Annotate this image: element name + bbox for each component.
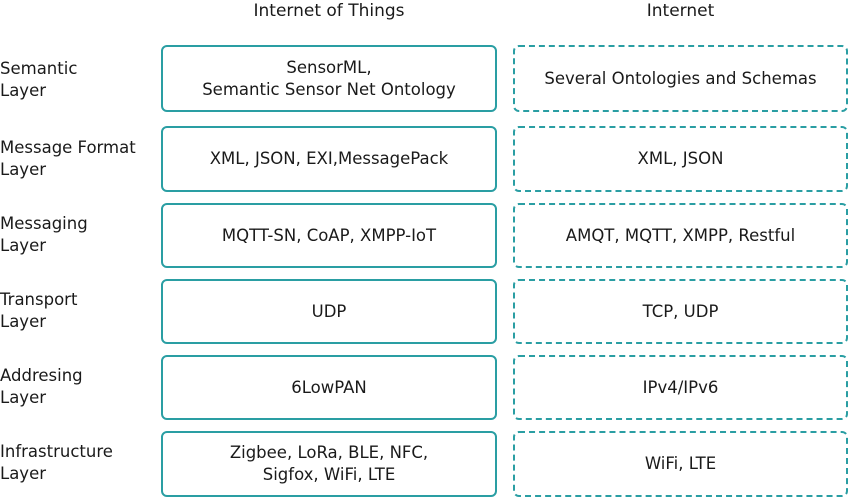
internet-box-infrastructure: WiFi, LTE — [513, 431, 848, 497]
iot-box-message-format: XML, JSON, EXI,MessagePack — [161, 126, 497, 192]
layer-label-infrastructure: Infrastructure Layer — [0, 442, 113, 483]
iot-box-addressing: 6LowPAN — [161, 355, 497, 420]
layer-label-messaging: Messaging Layer — [0, 214, 88, 255]
internet-box-semantic: Several Ontologies and Schemas — [513, 45, 848, 112]
internet-box-message-format: XML, JSON — [513, 126, 848, 192]
iot-box-semantic: SensorML, Semantic Sensor Net Ontology — [161, 45, 497, 112]
layer-label-message-format: Message Format Layer — [0, 138, 136, 179]
internet-text-messaging: AMQT, MQTT, XMPP, Restful — [565, 225, 796, 245]
internet-text-infrastructure: WiFi, LTE — [644, 454, 717, 473]
layer-label-semantic: Semantic Layer — [0, 59, 78, 100]
iot-text-semantic: SensorML, Semantic Sensor Net Ontology — [202, 57, 456, 99]
internet-box-addressing: IPv4/IPv6 — [513, 355, 848, 420]
internet-text-transport: TCP, UDP — [642, 301, 719, 321]
internet-box-transport: TCP, UDP — [513, 279, 848, 344]
internet-text-addressing: IPv4/IPv6 — [642, 377, 719, 397]
header-internet: Internet — [646, 1, 715, 21]
iot-text-message-format: XML, JSON, EXI,MessagePack — [209, 149, 449, 168]
iot-box-transport: UDP — [161, 279, 497, 344]
internet-box-messaging: AMQT, MQTT, XMPP, Restful — [513, 203, 848, 268]
layer-label-addressing: Addresing Layer — [0, 366, 83, 407]
iot-box-messaging: MQTT-SN, CoAP, XMPP-IoT — [161, 203, 497, 268]
internet-text-message-format: XML, JSON — [637, 149, 724, 168]
iot-box-infrastructure: Zigbee, LoRa, BLE, NFC, Sigfox, WiFi, LT… — [161, 431, 497, 497]
internet-text-semantic: Several Ontologies and Schemas — [544, 68, 817, 88]
iot-text-infrastructure: Zigbee, LoRa, BLE, NFC, Sigfox, WiFi, LT… — [229, 443, 429, 484]
header-iot: Internet of Things — [253, 1, 405, 21]
layer-label-transport: Transport Layer — [0, 290, 78, 331]
iot-text-addressing: 6LowPAN — [291, 377, 367, 397]
iot-text-messaging: MQTT-SN, CoAP, XMPP-IoT — [221, 225, 437, 245]
iot-text-transport: UDP — [311, 301, 347, 321]
